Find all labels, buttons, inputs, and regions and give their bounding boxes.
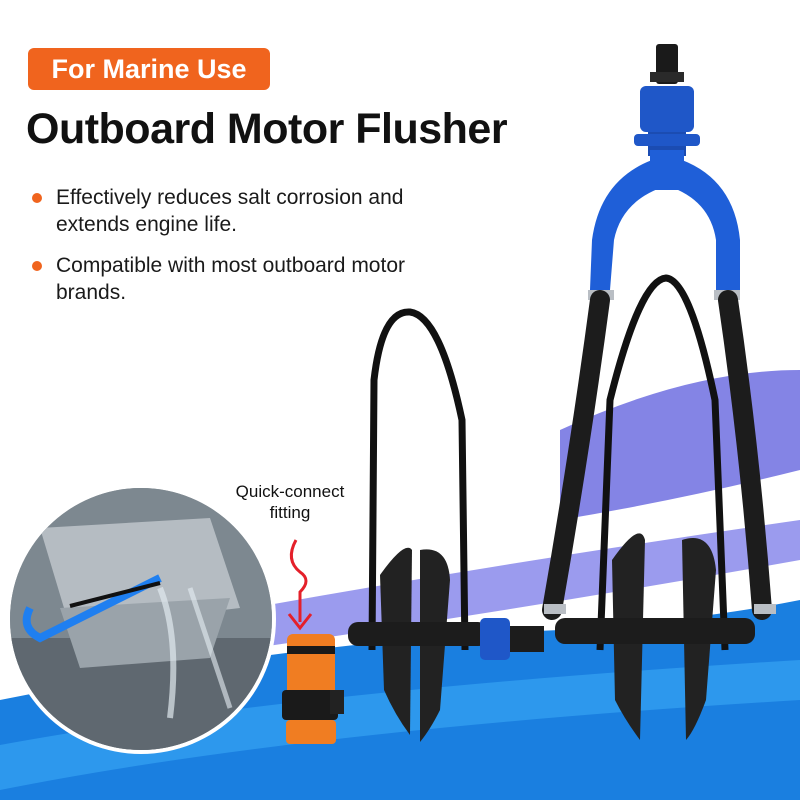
callout-label: Quick-connect fitting [235, 482, 345, 522]
feature-item: Compatible with most outboard motor bran… [30, 252, 420, 306]
feature-text: Compatible with most outboard motor bran… [56, 254, 405, 304]
feature-text: Effectively reduces salt corrosion and e… [56, 186, 404, 236]
bullet-dot-icon [32, 261, 42, 271]
feature-list: Effectively reduces salt corrosion and e… [30, 184, 420, 320]
feature-item: Effectively reduces salt corrosion and e… [30, 184, 420, 238]
page-title: Outboard Motor Flusher [26, 105, 508, 153]
motor-photo-image [10, 488, 272, 750]
usage-photo [10, 488, 272, 750]
category-badge: For Marine Use [28, 48, 270, 90]
bullet-dot-icon [32, 193, 42, 203]
